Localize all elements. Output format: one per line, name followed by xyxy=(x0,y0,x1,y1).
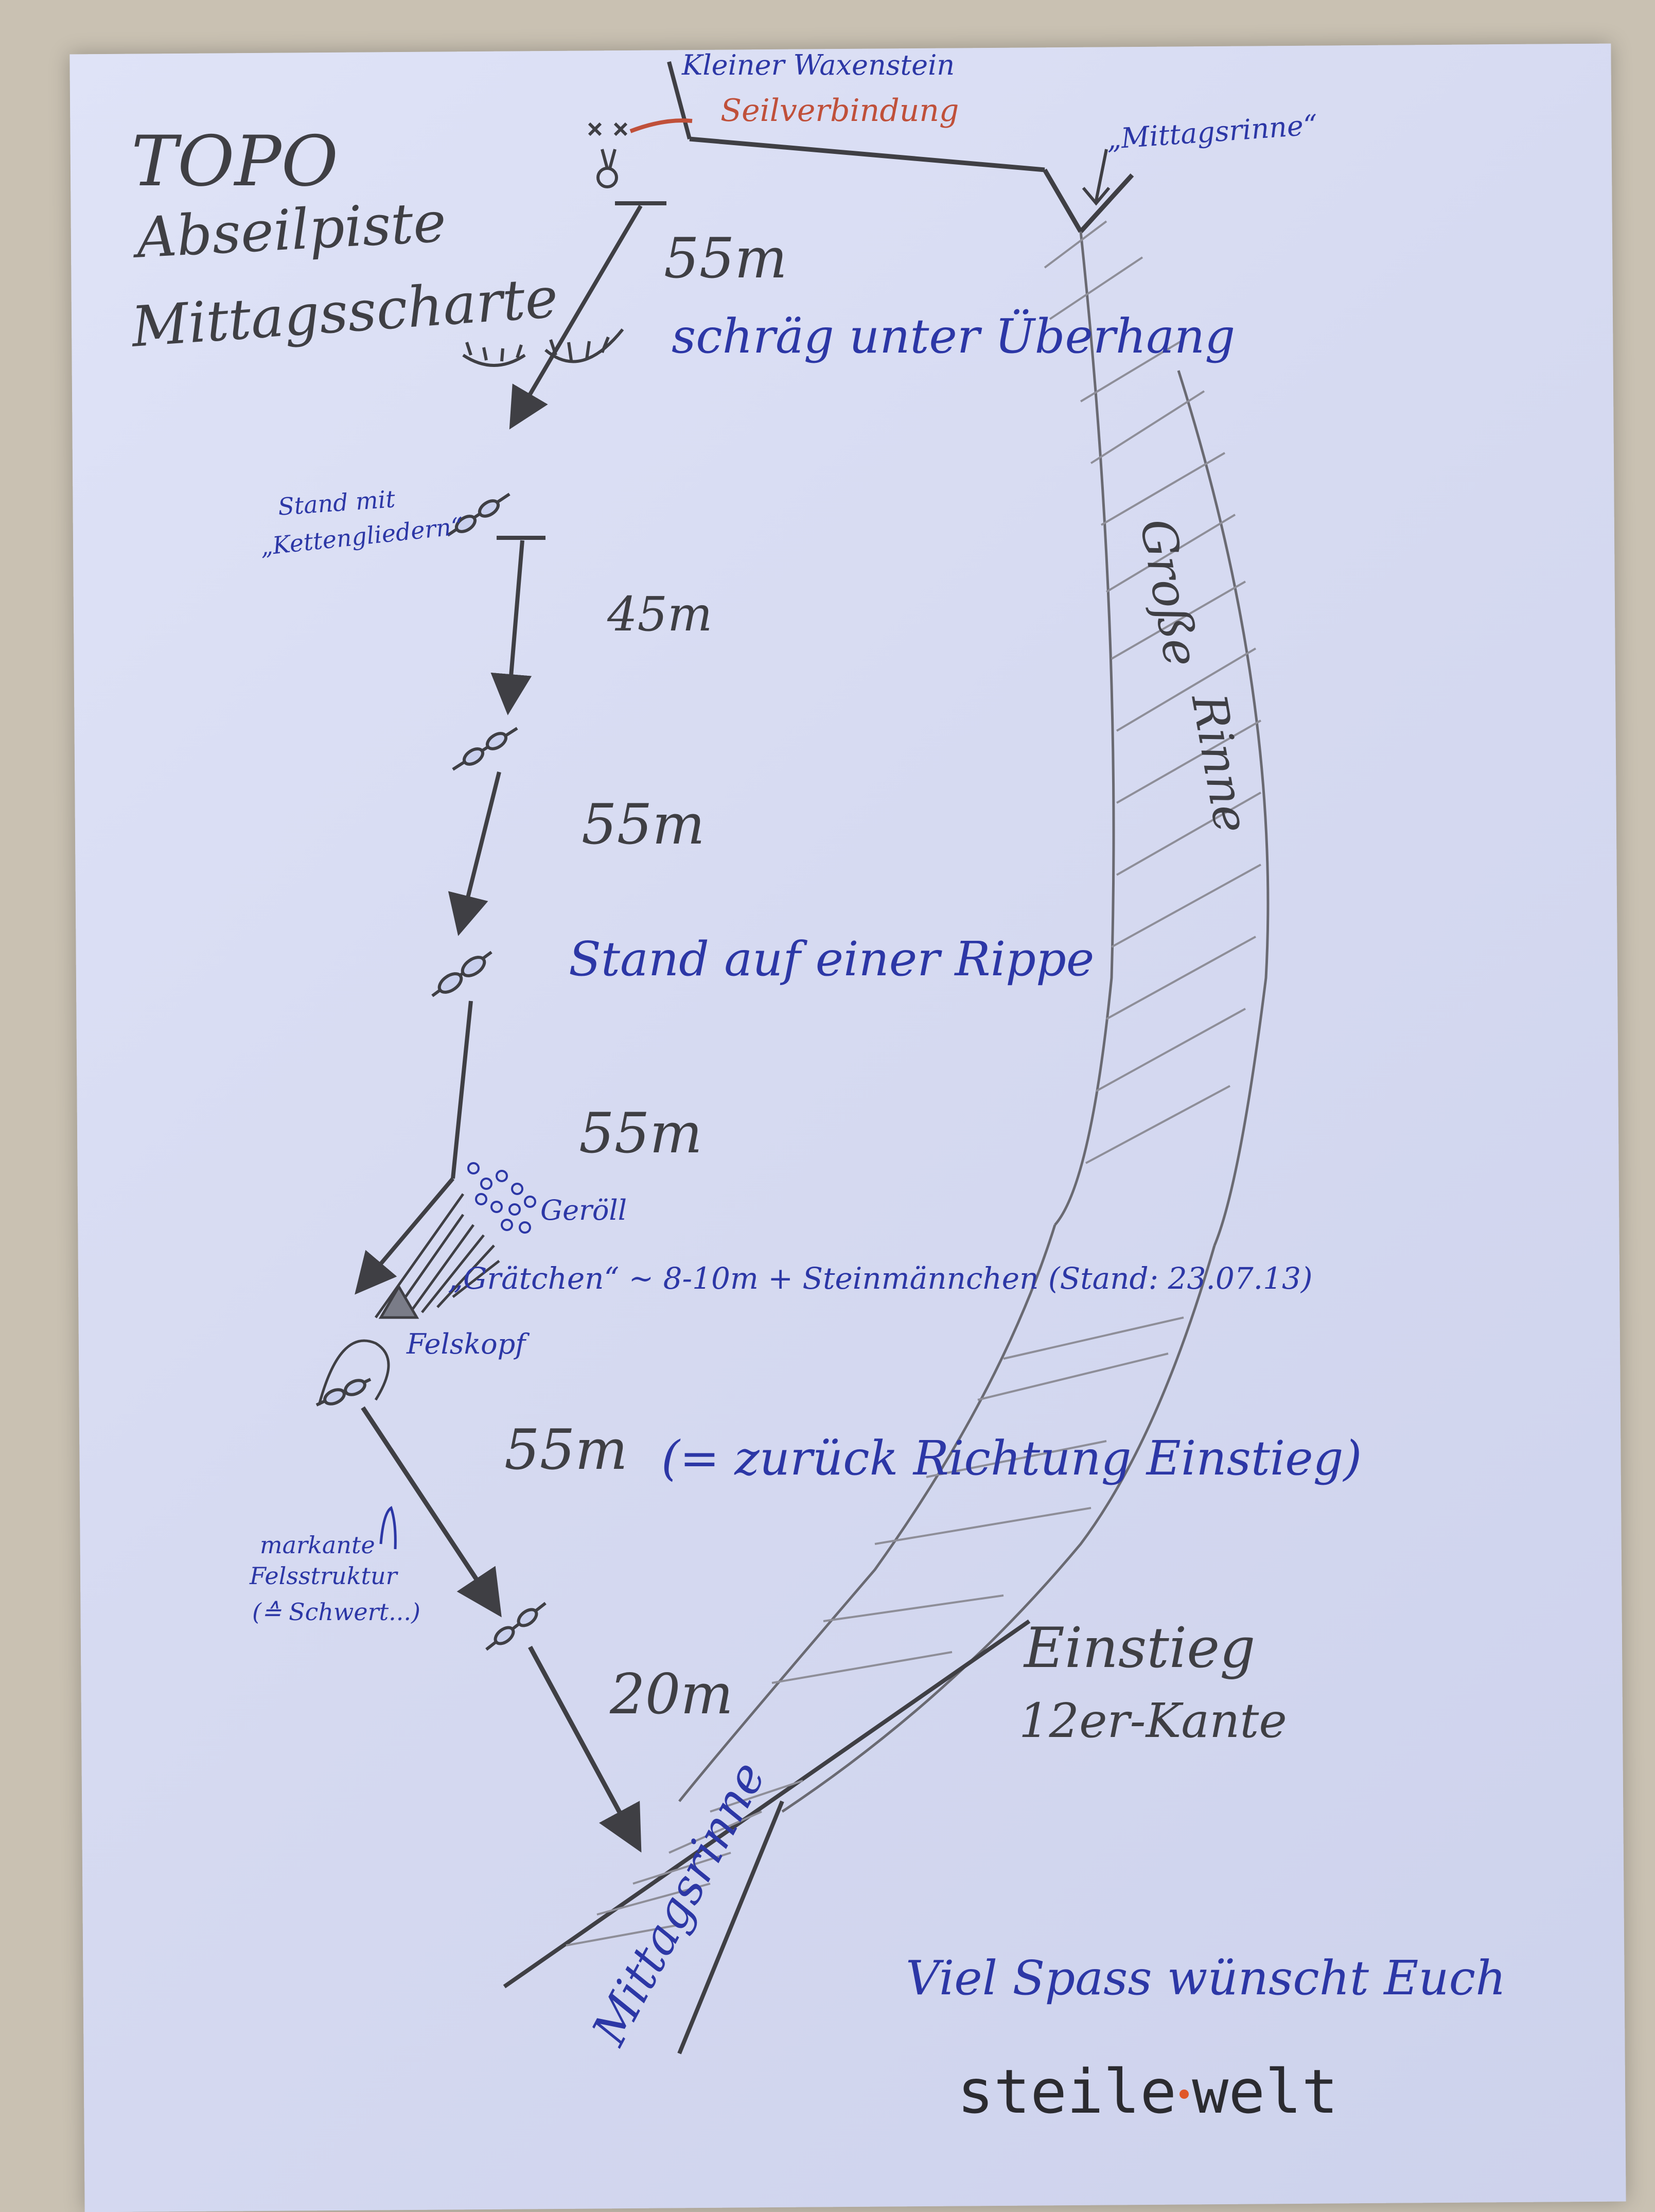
pitch-6-line xyxy=(528,1645,642,1853)
grosse-rinne-outline xyxy=(678,231,1270,1813)
brand-dot-icon xyxy=(1179,2089,1189,2099)
label-felsstruktur: Felsstruktur xyxy=(250,1562,397,1590)
pitch-4-length: 55m xyxy=(579,1101,702,1166)
pitch-5-note: (= zurück Richtung Einstieg) xyxy=(661,1431,1362,1486)
graetchen-hatch xyxy=(374,1193,500,1319)
pitch-4-line xyxy=(355,1000,473,1295)
title-topo: TOPO xyxy=(131,121,339,202)
label-felskopf: Felskopf xyxy=(407,1328,526,1360)
footer-greeting: Viel Spass wünscht Euch xyxy=(906,1951,1506,2006)
pitch-1-length: 55m xyxy=(664,226,787,291)
pitch-1-line xyxy=(509,201,666,430)
anchor-2-icon xyxy=(452,727,518,771)
felskopf-icon xyxy=(378,1284,419,1319)
anchor-5-icon xyxy=(485,1602,547,1651)
label-geroell: Geröll xyxy=(540,1194,627,1226)
overhang-icon xyxy=(462,328,624,367)
pitch-2-length: 45m xyxy=(607,587,713,642)
mittagsrinne-bottom xyxy=(503,1619,1031,2055)
top-anchor-icon xyxy=(588,122,628,188)
schwert-icon xyxy=(379,1506,397,1550)
felskopf-arc xyxy=(318,1339,390,1406)
pitch-5-line xyxy=(361,1406,502,1618)
geroell-icon xyxy=(467,1162,536,1234)
anchor-4-icon xyxy=(315,1378,372,1407)
label-12er-kante: 12er-Kante xyxy=(1019,1693,1287,1748)
anchor-3-icon xyxy=(431,951,492,997)
label-graetchen: „Grätchen“ ~ 8-10m + Steinmännchen (Stan… xyxy=(448,1261,1313,1296)
anchor-1-icon xyxy=(447,493,510,537)
label-markante: markante xyxy=(260,1531,375,1559)
label-seilverbindung: Seilverbindung xyxy=(720,93,959,129)
pitch-2-line xyxy=(490,536,545,715)
label-kleiner-waxenstein: Kleiner Waxenstein xyxy=(682,49,955,81)
label-einstieg: Einstieg xyxy=(1024,1616,1256,1680)
brand-right: welt xyxy=(1192,2056,1339,2127)
label-schwert: (≙ Schwert...) xyxy=(252,1598,420,1626)
pitch-3-length: 55m xyxy=(582,793,705,857)
mittagsrinne-arrow xyxy=(1082,149,1111,206)
seilverbindung-line xyxy=(629,118,693,133)
pitch-6-length: 20m xyxy=(610,1662,733,1727)
pitch-5-length: 55m xyxy=(504,1418,628,1482)
mittagsrinne-bottom-hatch xyxy=(566,1780,803,1946)
pitch-1-note: schräg unter Überhang xyxy=(672,309,1236,364)
ridge-line xyxy=(667,61,1134,234)
grosse-rinne-hatch xyxy=(771,220,1261,1684)
pitch-3-note: Stand auf einer Rippe xyxy=(569,932,1095,987)
pitch-3-line xyxy=(448,771,501,936)
brand-left: steile xyxy=(957,2056,1177,2127)
